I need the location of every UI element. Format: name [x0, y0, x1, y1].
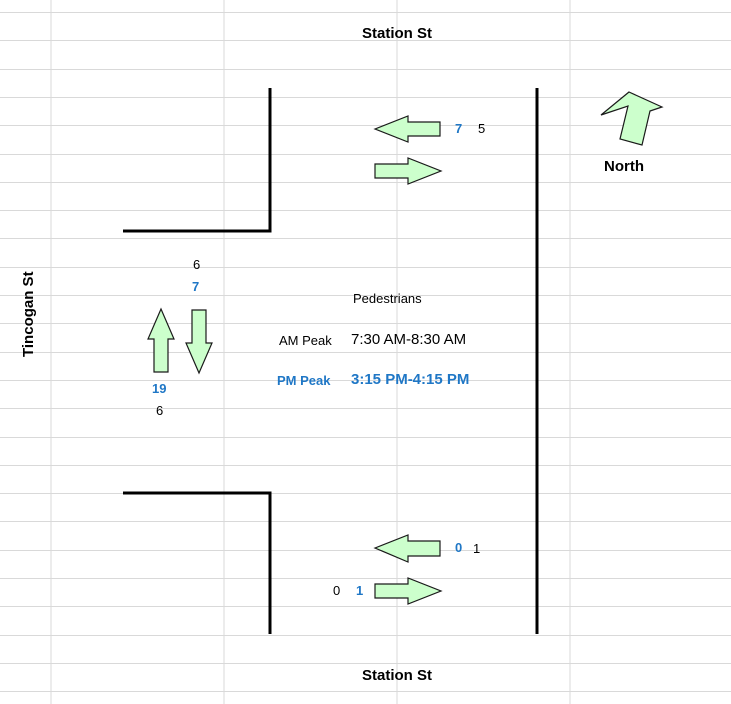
south-west-corner-line: [123, 491, 272, 634]
arrow-west-icon: [373, 115, 441, 143]
north-west-corner-line: [123, 88, 272, 233]
count-west-top-am: 6: [193, 257, 201, 272]
count-north-west-am: 5: [478, 121, 486, 136]
legend-am-time: 7:30 AM-8:30 AM: [351, 331, 467, 348]
count-south-east-am: 0: [333, 583, 341, 598]
count-south-west-am: 1: [473, 541, 481, 556]
compass-label: North: [604, 158, 644, 175]
legend-pm-time: 3:15 PM-4:15 PM: [351, 371, 470, 388]
arrow-south-icon: [185, 309, 213, 375]
north-street-label: Station St: [362, 25, 432, 42]
west-street-label: Tincogan St: [20, 271, 37, 357]
arrow-east-icon: [374, 157, 443, 185]
legend-title: Pedestrians: [353, 291, 422, 306]
north-arrow-icon: [600, 91, 664, 146]
arrow-west-icon: [373, 534, 441, 563]
count-north-west-pm: 7: [455, 121, 463, 136]
arrow-north-icon: [147, 307, 175, 373]
south-street-label: Station St: [362, 667, 432, 684]
count-west-top-pm: 7: [192, 279, 200, 294]
count-south-east-pm: 1: [356, 583, 364, 598]
count-west-bottom-pm: 19: [152, 381, 167, 396]
count-south-west-pm: 0: [455, 540, 463, 555]
legend-am-label: AM Peak: [279, 333, 332, 348]
count-west-bottom-am: 6: [156, 403, 164, 418]
arrow-east-icon: [374, 577, 443, 605]
legend-pm-label: PM Peak: [277, 373, 331, 388]
